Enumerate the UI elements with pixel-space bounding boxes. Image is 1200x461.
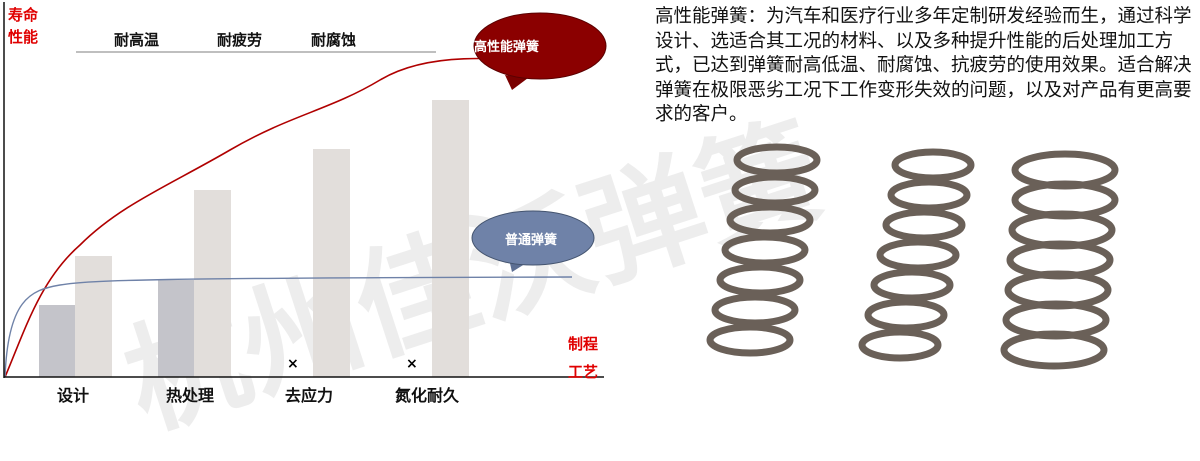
top-label-fatigue: 耐疲劳 <box>217 31 263 49</box>
bar-stress-high <box>313 149 350 377</box>
bar-heat-high <box>194 190 231 377</box>
performance-diagram <box>3 2 607 378</box>
description-text: ：为汽车和医疗行业多年定制研发经验而生，通过科学设计、选适合其工况的材料、以及多… <box>655 6 1192 125</box>
bar-design-normal <box>39 305 75 377</box>
x-axis-label: 制程 工艺 <box>568 330 598 386</box>
top-label-heat: 耐高温 <box>114 31 160 49</box>
y-label-line-2: 性能 <box>8 28 39 46</box>
bar-heat-normal <box>158 280 194 377</box>
bubble-high <box>473 12 607 90</box>
x-label-line-1: 制程 <box>568 335 599 353</box>
bubble-high-label: 高性能弹簧 <box>474 40 540 55</box>
top-label-corrosion: 耐腐蚀 <box>311 31 357 49</box>
category-stress-relief: 去应力 <box>285 386 334 405</box>
description-title: 高性能弹簧 <box>655 6 748 27</box>
normal-curve <box>4 276 573 378</box>
y-label-line-1: 寿命 <box>8 6 39 24</box>
springs-photo <box>706 143 1119 370</box>
missing-mark-nitride: × <box>406 356 418 372</box>
bar-nitride-high <box>432 100 469 377</box>
category-heat-treatment: 热处理 <box>166 386 215 405</box>
bubble-normal-label: 普通弹簧 <box>505 233 558 248</box>
bar-design-high <box>75 256 112 377</box>
missing-mark-stress: × <box>287 356 299 372</box>
category-nitriding: 氮化耐久 <box>395 386 460 405</box>
high-performance-curve <box>4 57 581 378</box>
category-design: 设计 <box>57 386 90 405</box>
bubble-normal <box>471 210 595 272</box>
y-axis-label: 寿命 性能 <box>8 4 38 48</box>
description: 高性能弹簧：为汽车和医疗行业多年定制研发经验而生，通过科学设计、选适合其工况的材… <box>655 5 1195 128</box>
x-label-line-2: 工艺 <box>568 363 599 381</box>
